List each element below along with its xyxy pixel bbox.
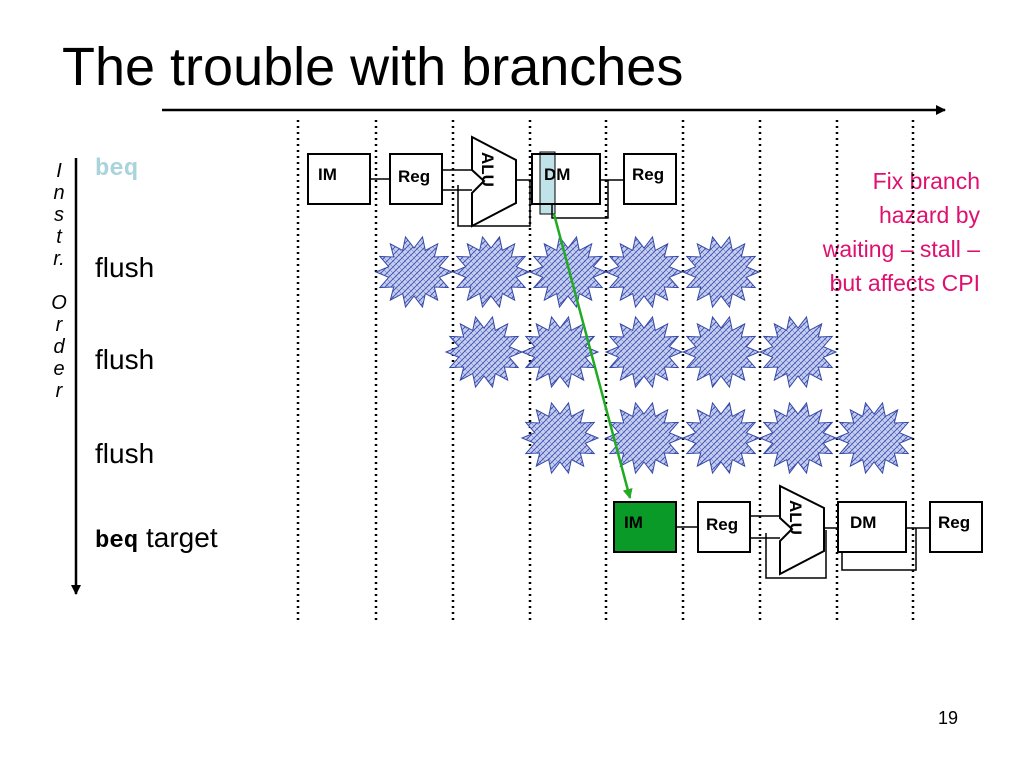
axis-letter: s <box>54 204 64 226</box>
alu-stage <box>779 484 825 576</box>
page-number: 19 <box>938 708 959 728</box>
dm-stage <box>531 153 601 205</box>
stall-bubble <box>758 315 838 389</box>
axis-letter: d <box>53 336 65 358</box>
row-label-target: target <box>138 522 218 553</box>
axis-letter: n <box>53 182 65 204</box>
dm-stage-label: DM <box>850 513 876 532</box>
row-label-flush-2: flush <box>95 344 155 375</box>
instr-order-axis-label: I n s t r. O r d e r <box>50 160 68 402</box>
im-stage-label: IM <box>318 165 337 184</box>
reg-write-label: Reg <box>632 165 664 184</box>
alu-stage <box>471 135 517 228</box>
stall-bubble <box>374 235 454 309</box>
reg-read-stage <box>389 153 443 205</box>
row-label-flush-1: flush <box>95 252 155 283</box>
reg-write-label: Reg <box>938 513 970 532</box>
stall-bubble <box>604 401 684 475</box>
stall-bubble <box>520 401 600 475</box>
stall-bubbles <box>374 235 914 475</box>
im-stage <box>307 153 371 205</box>
stall-bubble <box>834 401 914 475</box>
slide-title: The trouble with branches <box>62 37 684 97</box>
reg-read-label: Reg <box>706 515 738 534</box>
axis-letter: r <box>55 380 63 402</box>
im-stage-highlighted <box>613 501 677 553</box>
row-label-beq-mono: beq <box>95 528 139 555</box>
pipeline-beq: IM Reg ALU DM Reg <box>307 135 677 228</box>
stall-bubble <box>451 235 531 309</box>
axis-letter: O <box>51 292 67 314</box>
stall-bubble <box>604 315 684 389</box>
reg-write-stage <box>623 153 677 205</box>
stall-bubble <box>681 315 761 389</box>
row-label-beq: beq <box>95 156 139 183</box>
alu-stage-label: ALU <box>786 500 805 535</box>
axis-letter: I <box>56 160 62 182</box>
alu-stage-label: ALU <box>478 152 497 187</box>
side-note: Fix branch hazard by waiting – stall – b… <box>822 168 980 296</box>
stall-bubble <box>681 401 761 475</box>
stall-bubble <box>758 401 838 475</box>
row-label-flush-3: flush <box>95 438 155 469</box>
axis-letter: e <box>53 358 65 380</box>
stall-bubble <box>681 235 761 309</box>
reg-read-label: Reg <box>398 167 430 186</box>
branch-resolve-arrow <box>552 213 633 499</box>
dm-highlight <box>539 151 556 215</box>
im-stage-label: IM <box>624 513 643 532</box>
axis-letter: r. <box>53 248 65 270</box>
stall-bubble <box>528 235 608 309</box>
reg-read-stage <box>697 501 751 553</box>
dm-stage <box>837 501 907 553</box>
axis-letter: t <box>56 226 62 248</box>
stall-bubble <box>520 315 600 389</box>
stall-bubble <box>444 315 524 389</box>
stall-bubble <box>604 235 684 309</box>
row-label-beq-target: beq target <box>95 524 218 554</box>
reg-write-stage <box>929 501 983 553</box>
dm-stage-label: DM <box>544 165 570 184</box>
pipeline-beq-target: IM Reg ALU DM Reg <box>613 484 983 579</box>
axis-letter: r <box>55 314 63 336</box>
